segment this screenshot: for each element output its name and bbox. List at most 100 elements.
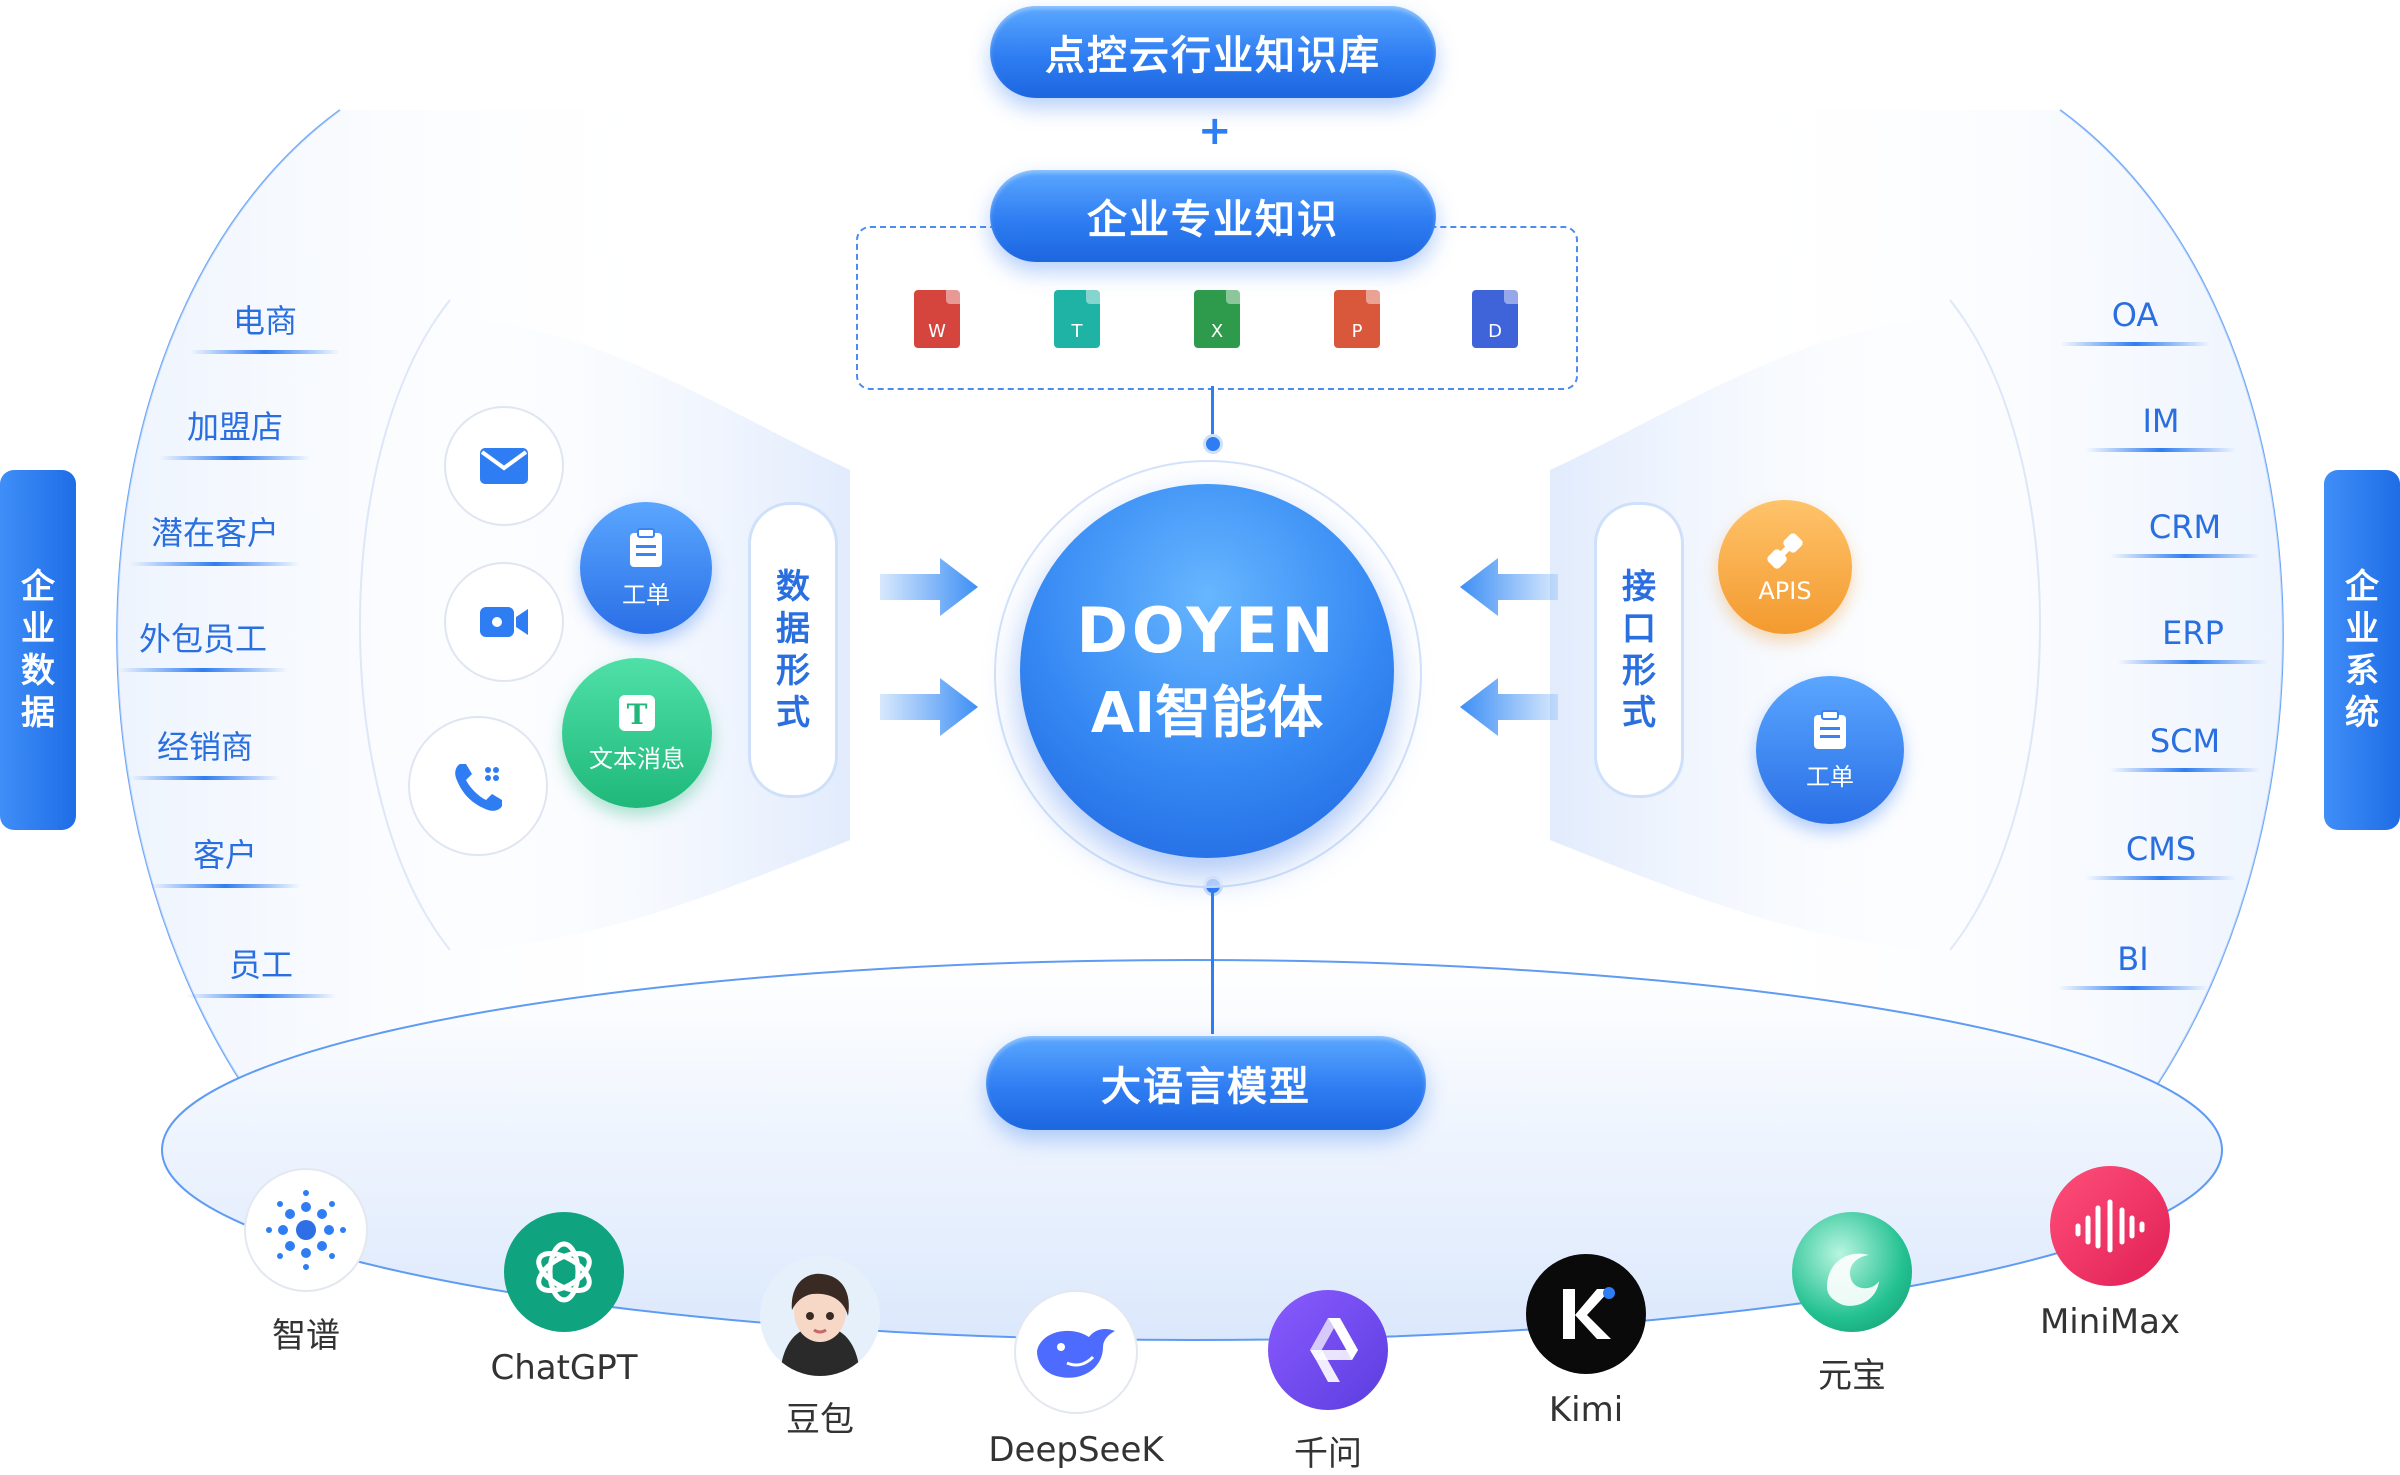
industry-knowledge-pill: 点控云行业知识库 [990, 6, 1436, 98]
right-item-scm: SCM [2110, 722, 2260, 772]
deepseek-whale-icon [1014, 1290, 1138, 1414]
left-item-employee: 员工 [186, 940, 336, 998]
model-name: MiniMax [2039, 1302, 2181, 1342]
item-underline [2086, 876, 2236, 880]
item-underline [2110, 554, 2260, 558]
item-label: SCM [2149, 722, 2221, 760]
plug-icon [1767, 533, 1803, 569]
label-char: 接 [1622, 567, 1656, 607]
tab-char: 企 [21, 567, 55, 607]
chatgpt-icon [504, 1212, 624, 1332]
item-underline [130, 562, 300, 566]
text-message-channel: T 文本消息 [562, 658, 712, 808]
item-label: 电商 [232, 302, 297, 340]
model-kimi: Kimi [1486, 1254, 1686, 1430]
arrow-left-icon [1460, 678, 1558, 736]
label-char: 式 [1622, 693, 1656, 733]
connector-top [1211, 386, 1214, 442]
zhipu-icon [244, 1168, 368, 1292]
left-item-outsourced-staff: 外包员工 [118, 614, 288, 672]
model-name: 元宝 [1818, 1356, 1886, 1396]
svg-text:T: T [627, 698, 648, 731]
item-underline [160, 456, 310, 460]
d-doc-icon: D [1472, 290, 1518, 348]
doyen-core: DOYEN AI智能体 [1020, 484, 1394, 858]
right-item-erp: ERP [2118, 614, 2268, 664]
label-char: 数 [776, 567, 810, 607]
video-camera-icon [480, 607, 528, 637]
tab-char: 企 [2345, 567, 2379, 607]
clipboard-icon [630, 527, 662, 567]
connector-dot-top [1203, 434, 1223, 454]
item-label: OA [2111, 296, 2159, 334]
llm-pill: 大语言模型 [986, 1036, 1426, 1130]
ppt-doc-icon: P [1334, 290, 1380, 348]
item-label: ERP [2162, 614, 2224, 652]
enterprise-system-tab: 企 业 系 统 [2324, 470, 2400, 830]
enterprise-knowledge-pill: 企业专业知识 [990, 170, 1436, 262]
label-char: 据 [776, 609, 810, 649]
enterprise-data-tab: 企 业 数 据 [0, 470, 76, 830]
item-underline [2118, 660, 2268, 664]
item-underline [2110, 768, 2260, 772]
doc-letter: T [1071, 321, 1083, 342]
tab-char: 数 [21, 651, 55, 691]
item-label: 潜在客户 [150, 514, 279, 552]
model-name: DeepSeeK [988, 1430, 1164, 1470]
qianwen-icon [1268, 1290, 1388, 1410]
right-item-bi: BI [2058, 940, 2208, 990]
ticket-channel: 工单 [580, 502, 712, 634]
doubao-avatar-icon [760, 1256, 880, 1376]
clipboard-icon [1814, 709, 1846, 749]
llm-label: 大语言模型 [1101, 1064, 1311, 1110]
doc-letter: D [1488, 321, 1502, 342]
text-t-icon: T [619, 694, 655, 731]
interface-form-label-box: 接 口 形 式 [1594, 502, 1684, 798]
left-item-customer: 客户 [150, 830, 300, 888]
model-name: 豆包 [786, 1400, 854, 1440]
text-doc-icon: T [1054, 290, 1100, 348]
video-channel [444, 562, 564, 682]
model-qianwen: 千问 [1228, 1290, 1428, 1475]
model-chatgpt: ChatGPT [464, 1212, 664, 1388]
tab-char: 据 [21, 693, 55, 733]
tab-char: 统 [2345, 693, 2379, 733]
mail-icon [480, 448, 528, 484]
model-name: Kimi [1548, 1390, 1624, 1430]
kimi-icon [1526, 1254, 1646, 1374]
left-item-franchise: 加盟店 [160, 402, 310, 460]
left-item-potential-customer: 潜在客户 [130, 508, 300, 566]
label-char: 形 [1622, 651, 1656, 691]
connector-bottom [1211, 892, 1214, 1034]
tab-char: 系 [2345, 651, 2379, 691]
model-name: ChatGPT [490, 1348, 638, 1388]
label-char: 式 [776, 693, 810, 733]
plus-sign: + [1198, 108, 1232, 154]
item-label: BI [2117, 940, 2149, 978]
right-ticket-channel: 工单 [1756, 676, 1904, 824]
item-label: 经销商 [156, 728, 253, 766]
item-underline [2086, 448, 2236, 452]
core-subtitle: AI智能体 [1090, 681, 1324, 746]
model-minimax: MiniMax [2010, 1166, 2210, 1342]
tab-char: 业 [2345, 609, 2379, 649]
model-yuanbao: 元宝 [1752, 1212, 1952, 1397]
enterprise-knowledge-label: 企业专业知识 [1087, 197, 1339, 243]
phone-channel [408, 716, 548, 856]
doc-letter: P [1351, 321, 1363, 342]
text-message-label: 文本消息 [589, 744, 685, 773]
model-deepseek: DeepSeeK [976, 1290, 1176, 1470]
apis-channel: APIS [1718, 500, 1852, 634]
ticket-label: 工单 [622, 580, 670, 609]
email-channel [444, 406, 564, 526]
model-name: 千问 [1294, 1434, 1362, 1474]
word-doc-icon: W [914, 290, 960, 348]
ticket-label: 工单 [1806, 762, 1854, 791]
phone-dial-icon [455, 764, 502, 811]
arrow-right-icon [880, 678, 978, 736]
item-underline [118, 668, 288, 672]
item-underline [130, 776, 280, 780]
doc-letter: X [1210, 321, 1224, 342]
item-label: 加盟店 [186, 408, 283, 446]
item-label: CMS [2125, 830, 2197, 868]
